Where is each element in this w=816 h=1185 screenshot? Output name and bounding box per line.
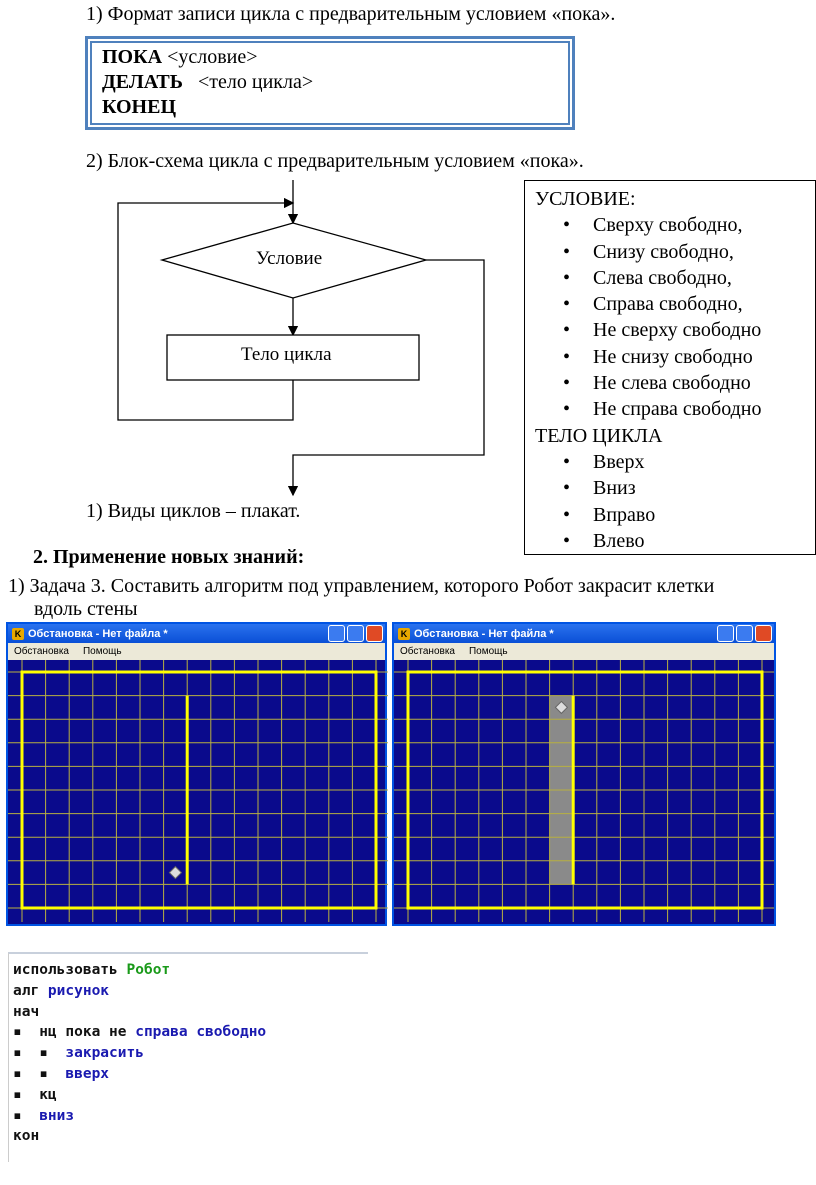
window-title: Обстановка - Нет файла * bbox=[414, 627, 554, 640]
condition-label: Условие bbox=[256, 248, 323, 269]
condition-title: УСЛОВИЕ: bbox=[535, 188, 636, 210]
window-title: Обстановка - Нет файла * bbox=[28, 627, 168, 640]
kw-konec: КОНЕЦ bbox=[102, 96, 177, 118]
section-heading: 2. Применение новых знаний: bbox=[33, 546, 305, 568]
body-rect bbox=[166, 334, 420, 381]
outer-wall bbox=[406, 670, 764, 910]
legend-item: Слева свободно, bbox=[593, 265, 805, 291]
menu-help[interactable]: Помощь bbox=[468, 646, 508, 657]
body-label: Тело цикла bbox=[241, 344, 332, 365]
robot-window-before: K Обстановка - Нет файла * Обстановка Помо… bbox=[6, 622, 401, 933]
code-token: алг bbox=[13, 982, 48, 999]
syntax-condition: <условие> bbox=[162, 46, 258, 68]
close-button[interactable] bbox=[755, 625, 772, 642]
legend-item: Справа свободно, bbox=[593, 291, 805, 317]
code-line: использовать Робот bbox=[13, 960, 368, 981]
title-bar[interactable]: K Обстановка - Нет файла * bbox=[394, 624, 774, 643]
code-line: ▪ нц пока не справа свободно bbox=[13, 1022, 368, 1043]
robot-field bbox=[383, 647, 787, 933]
code-line: ▪ ▪ вверх bbox=[13, 1064, 368, 1085]
legend-item: Вправо bbox=[593, 502, 805, 528]
legend-item: Влево bbox=[593, 528, 805, 554]
legend-item: Не справа свободно bbox=[593, 396, 805, 422]
code-token: рисунок bbox=[47, 982, 110, 999]
robot-icon bbox=[168, 865, 183, 880]
code-line: ▪ вниз bbox=[13, 1106, 368, 1127]
minimize-button[interactable] bbox=[717, 625, 734, 642]
outer-wall bbox=[20, 670, 378, 910]
maximize-button[interactable] bbox=[736, 625, 753, 642]
legend-item: Вверх bbox=[593, 449, 805, 475]
item-3-heading: 1) Виды циклов – плакат. bbox=[86, 500, 301, 522]
code-line: нач bbox=[13, 1002, 368, 1023]
task-text-2: вдоль стены bbox=[34, 598, 138, 620]
menu-obstanovka[interactable]: Обстановка bbox=[400, 646, 455, 657]
code-token: закрасить bbox=[65, 1045, 144, 1062]
robot-icon bbox=[554, 700, 569, 715]
code-token: Робот bbox=[126, 962, 171, 978]
app-icon: K bbox=[12, 627, 24, 640]
menu-bar: Обстановка Помощь bbox=[8, 643, 385, 660]
code-token: кон bbox=[13, 1128, 40, 1145]
code-line: кон bbox=[13, 1126, 368, 1147]
code-token: нач bbox=[13, 1003, 40, 1020]
menu-obstanovka[interactable]: Обстановка bbox=[14, 646, 69, 657]
loop-back-arrow bbox=[117, 197, 295, 421]
code-token: использовать bbox=[13, 962, 127, 978]
title-bar[interactable]: K Обстановка - Нет файла * bbox=[8, 624, 385, 643]
item-1-heading: 1) Формат записи цикла с предварительным… bbox=[86, 3, 616, 25]
robot-window-after: K Обстановка - Нет файла * Обстановка Помо… bbox=[383, 622, 787, 933]
syntax-box: ПОКА <условие> ДЕЛАТЬ <тело цикла> КОНЕЦ bbox=[85, 36, 575, 130]
menu-bar: Обстановка Помощь bbox=[394, 643, 774, 660]
kw-poka: ПОКА bbox=[102, 46, 163, 68]
legend-item: Не снизу свободно bbox=[593, 344, 805, 370]
kw-delat: ДЕЛАТЬ bbox=[102, 71, 183, 93]
code-token: вверх bbox=[65, 1065, 110, 1082]
menu-help[interactable]: Помощь bbox=[82, 646, 122, 657]
legend-item: Не слева свободно bbox=[593, 370, 805, 396]
maximize-button[interactable] bbox=[347, 625, 364, 642]
legend-item: Не сверху свободно bbox=[593, 317, 805, 343]
close-button[interactable] bbox=[366, 625, 383, 642]
code-line: ▪ ▪ закрасить bbox=[13, 1043, 368, 1064]
code-line: алг рисунок bbox=[13, 981, 368, 1002]
flowchart bbox=[117, 180, 485, 497]
code-token: ▪ bbox=[13, 1107, 40, 1124]
minimize-button[interactable] bbox=[328, 625, 345, 642]
legend-item: Вниз bbox=[593, 475, 805, 501]
code-token: ▪ нц пока не bbox=[13, 1024, 136, 1041]
legend-item: Снизу свободно, bbox=[593, 239, 805, 265]
legend-box: УСЛОВИЕ: Сверху свободно,Снизу свободно,… bbox=[524, 180, 816, 555]
item-2-heading: 2) Блок-схема цикла с предварительным ус… bbox=[86, 150, 584, 172]
syntax-body: <тело цикла> bbox=[183, 71, 314, 93]
task-text: 1) Задача 3. Составить алгоритм под упра… bbox=[8, 575, 715, 597]
exit-arrow bbox=[287, 259, 485, 497]
code-token: ▪ ▪ bbox=[13, 1065, 66, 1082]
robot-field bbox=[8, 647, 401, 933]
code-line: ▪ кц bbox=[13, 1085, 368, 1106]
code-token: справа свободно bbox=[135, 1024, 267, 1041]
body-title: ТЕЛО ЦИКЛА bbox=[535, 424, 663, 447]
code-token: ▪ ▪ bbox=[13, 1045, 66, 1062]
app-icon: K bbox=[398, 627, 410, 640]
code-token: вниз bbox=[39, 1107, 75, 1124]
code-token: ▪ кц bbox=[13, 1086, 57, 1103]
legend-item: Сверху свободно, bbox=[593, 212, 805, 238]
